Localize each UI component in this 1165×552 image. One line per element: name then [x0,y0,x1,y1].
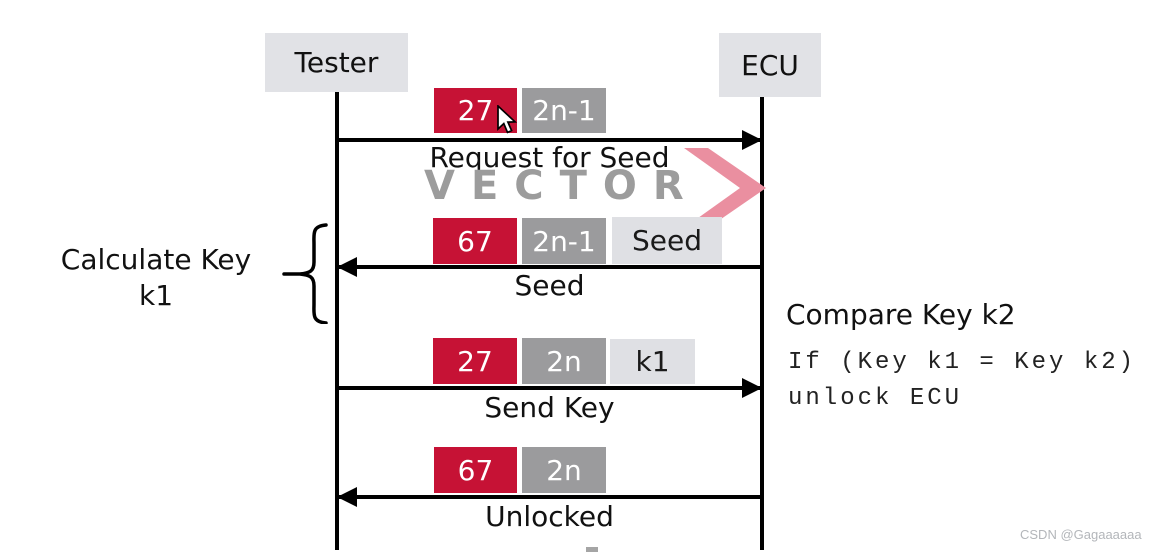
service-id-badge: 67 [433,218,517,264]
calculate-key-line2: k1 [138,279,174,312]
message-label-send-key: Send Key [484,391,615,424]
actor-label-tester: Tester [294,46,379,79]
compare-key-code-line2: unlock ECU [788,385,963,412]
vector-chevron-icon [684,148,766,228]
message-label-seed: Seed [514,269,585,302]
message-label-request-seed: Request for Seed [429,141,670,174]
actor-box-ecu: ECU [719,33,821,97]
calculate-key-annotation: Calculate Key k1 [36,242,276,314]
cropped-element-mark [586,547,598,552]
data-badge-k1: k1 [610,339,695,384]
subfunction-badge: 2n [522,338,606,384]
subfunction-badge: 2n [522,447,606,493]
service-id-badge: 27 [433,338,517,384]
curly-brace-icon [282,223,328,324]
compare-key-code-line1: If (Key k1 = Key k2) [788,349,1137,376]
arrowhead-right-icon [742,130,762,150]
subfunction-badge: 2n-1 [522,88,606,133]
csdn-watermark: CSDN @Gagaaaaaa [1020,527,1142,542]
actor-label-ecu: ECU [741,48,799,82]
message-arrow-unlocked [337,495,762,499]
message-arrow-seed [337,265,762,269]
message-arrow-send-key [337,386,762,390]
message-arrow-request-seed [337,138,762,142]
ecu-lifeline [760,97,764,550]
arrowhead-right-icon [742,378,762,398]
tester-lifeline [335,92,339,550]
compare-key-title: Compare Key k2 [786,298,1016,331]
vector-logo-text: VECTOR [424,163,700,209]
arrowhead-left-icon [337,257,357,277]
mouse-cursor-icon [497,105,518,134]
subfunction-badge: 2n-1 [522,218,606,264]
actor-box-tester: Tester [265,33,408,92]
arrowhead-left-icon [337,487,357,507]
service-id-badge: 67 [434,447,517,493]
message-label-unlocked: Unlocked [485,500,614,533]
data-badge-seed: Seed [612,217,722,264]
calculate-key-line1: Calculate Key [60,243,252,276]
